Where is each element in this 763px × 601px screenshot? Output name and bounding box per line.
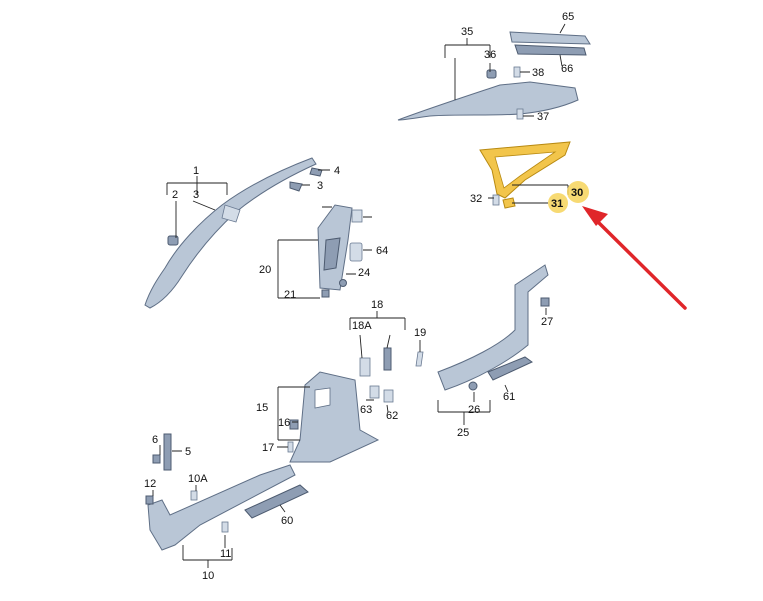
label-60: 60 <box>281 515 293 527</box>
label-19: 19 <box>414 327 426 339</box>
a-pillar-clip <box>167 235 179 246</box>
label-37: 37 <box>537 111 549 123</box>
clip-63 <box>369 385 380 399</box>
bracket-18a <box>359 357 371 377</box>
label-3a: 3 <box>193 189 199 201</box>
clip-21 <box>321 289 330 298</box>
bracket-18 <box>383 347 392 371</box>
label-15: 15 <box>256 402 268 414</box>
screw-17 <box>287 441 294 453</box>
highlight-circle-30 <box>567 181 589 203</box>
label-62: 62 <box>386 410 398 422</box>
label-26: 26 <box>468 404 480 416</box>
label-12: 12 <box>144 478 156 490</box>
rear-sill-trim <box>437 264 549 391</box>
screw-37 <box>516 108 524 120</box>
red-pointer-arrow <box>582 206 687 310</box>
trim-strip-66 <box>514 44 587 56</box>
clip-10a <box>190 490 198 501</box>
label-65: 65 <box>562 11 574 23</box>
c-pillar-upper-trim <box>397 81 579 121</box>
label-11: 11 <box>220 548 231 560</box>
label-3b: 3 <box>317 180 323 192</box>
highlighted-clip-31 <box>502 197 516 209</box>
label-18a: 18A <box>352 320 372 332</box>
label-31: 31 <box>551 198 563 210</box>
clip-36 <box>486 69 497 79</box>
b-pillar-adjuster-64 <box>349 242 363 262</box>
screw-3 <box>289 181 303 192</box>
highlight-circle-31 <box>548 193 568 213</box>
screw-38 <box>513 66 521 78</box>
label-32: 32 <box>470 193 482 205</box>
label-6: 6 <box>152 434 158 446</box>
label-18: 18 <box>371 299 383 311</box>
clip-26 <box>468 381 478 391</box>
label-66: 66 <box>561 63 573 75</box>
sill-insert-61 <box>487 356 533 381</box>
trim-strip-65 <box>509 31 591 45</box>
label-1: 1 <box>193 165 199 177</box>
label-36: 36 <box>484 49 496 61</box>
screw-4 <box>309 167 323 177</box>
front-kick-panel <box>289 371 380 463</box>
leader-lines <box>152 23 569 568</box>
label-10a: 10A <box>188 473 208 485</box>
label-10: 10 <box>202 570 214 582</box>
seal-5 <box>163 433 172 471</box>
screw-11 <box>221 521 229 533</box>
clip-19 <box>415 351 424 367</box>
label-25: 25 <box>457 427 469 439</box>
a-pillar-trim <box>144 157 317 309</box>
label-30: 30 <box>571 187 583 199</box>
clip-16 <box>289 419 299 430</box>
label-61: 61 <box>503 391 515 403</box>
highlighted-quarter-trim-30 <box>479 141 571 199</box>
label-5: 5 <box>185 446 191 458</box>
clip-27 <box>540 297 550 307</box>
label-16: 16 <box>278 417 290 429</box>
b-pillar-cover-22 <box>351 209 363 223</box>
label-2: 2 <box>172 189 178 201</box>
label-38: 38 <box>532 67 544 79</box>
label-20: 20 <box>259 264 271 276</box>
b-pillar-trim <box>317 204 353 291</box>
clip-24 <box>339 279 347 287</box>
label-21: 21 <box>284 289 296 301</box>
label-27: 27 <box>541 316 553 328</box>
clip-12 <box>145 495 154 505</box>
clip-62 <box>383 389 394 403</box>
label-24: 24 <box>358 267 370 279</box>
sill-insert-60 <box>244 484 309 519</box>
label-4: 4 <box>334 165 340 177</box>
screw-32 <box>492 194 500 206</box>
front-sill-trim <box>147 464 296 551</box>
label-17: 17 <box>262 442 274 454</box>
clip-6 <box>152 454 161 464</box>
label-35: 35 <box>461 26 473 38</box>
label-64: 64 <box>376 245 388 257</box>
label-63: 63 <box>360 404 372 416</box>
